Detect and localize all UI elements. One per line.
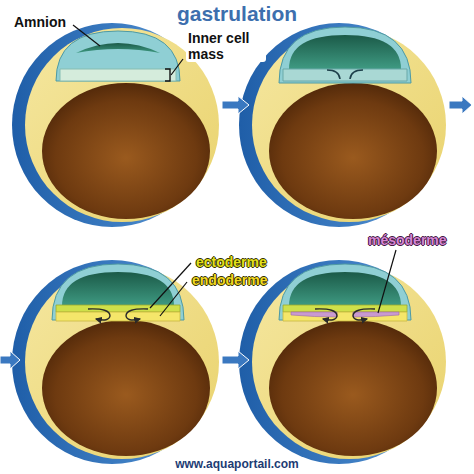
trophoblast-dome: [279, 27, 411, 83]
inner-cell-mass: [60, 69, 176, 81]
blastocyst-sphere: [239, 260, 446, 464]
primitive-streak: [327, 70, 340, 79]
leader-line: [73, 25, 100, 46]
stage-arrow: [449, 96, 472, 114]
part-label: Amnion: [12, 14, 68, 30]
germ-layer-label: mésoderme: [366, 232, 449, 248]
leader-line: [171, 59, 183, 75]
embryo-stage: [239, 260, 446, 464]
germ-layer-label: ectoderme: [194, 254, 269, 270]
bracket: [165, 69, 170, 81]
endoderm-layer: [283, 312, 407, 321]
trophoblast-dome: [56, 31, 180, 81]
leader-line: [160, 282, 187, 316]
migration-arrow: [88, 309, 110, 320]
primitive-streak: [350, 70, 363, 79]
embryo-stage: [239, 23, 446, 227]
part-label: Inner cell mass: [186, 30, 266, 62]
mesoderm-layer: [291, 312, 337, 317]
germ-disc: [283, 69, 407, 81]
watermark: www.aquaportail.com: [175, 457, 299, 471]
blastocyst-sphere: [12, 260, 219, 464]
embryo-stage: [12, 260, 219, 464]
stage-arrow: [222, 351, 249, 369]
ectoderm-layer: [283, 305, 407, 312]
migration-arrow: [126, 309, 148, 320]
migration-arrow: [315, 309, 337, 320]
amnion-cavity: [289, 272, 401, 306]
diagram-title: gastrulation: [177, 2, 297, 26]
germ-layer-label: endoderme: [190, 272, 269, 288]
trophoblast-dome: [279, 264, 411, 320]
ectoderm-layer: [56, 305, 180, 312]
amnion-cavity: [76, 43, 160, 53]
leader-line: [378, 250, 396, 313]
blastocyst-sphere: [239, 23, 446, 227]
amnion-cavity: [289, 35, 401, 69]
migration-arrow: [353, 309, 375, 320]
stage-arrow: [0, 351, 20, 369]
stage-arrow: [222, 96, 249, 114]
mesoderm-layer: [353, 312, 399, 317]
